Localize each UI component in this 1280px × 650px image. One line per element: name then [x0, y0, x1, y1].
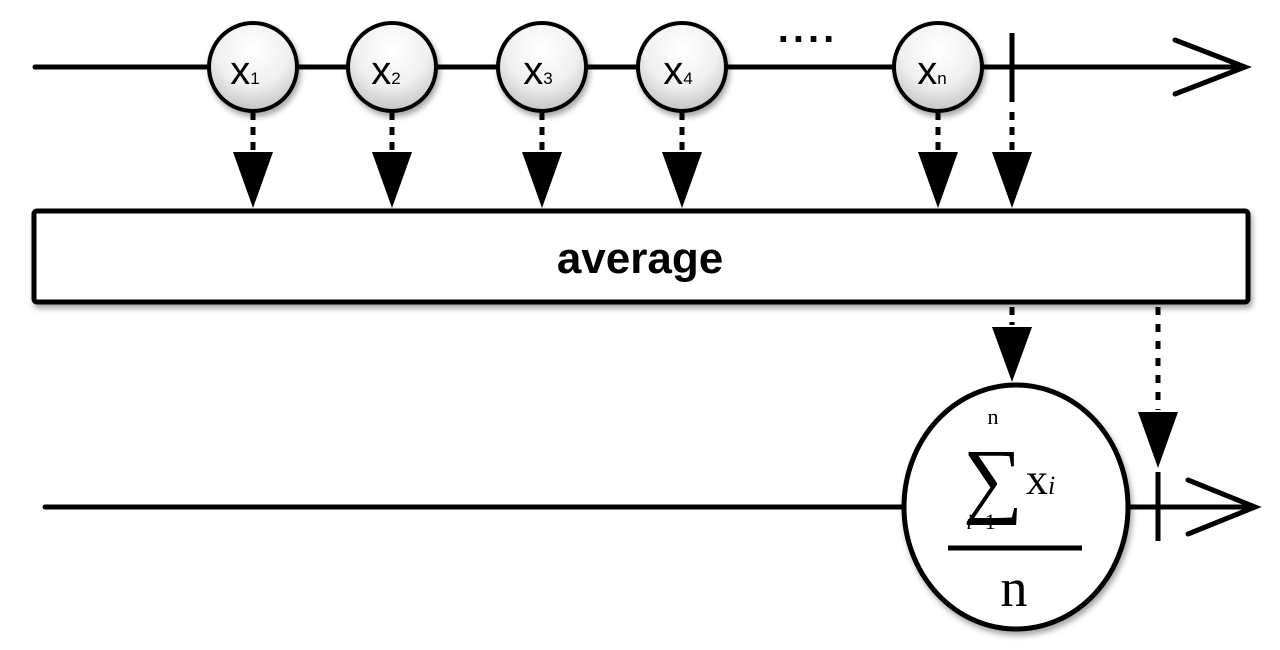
marble-xn-label: xn: [917, 49, 946, 93]
marble-x1-label: x1: [230, 49, 259, 93]
input-arrow-xn: [918, 112, 958, 208]
marble-x2-label: x2: [371, 49, 400, 93]
input-arrow-x4: [662, 112, 702, 208]
output-arrow-result: [992, 307, 1032, 382]
fraction-denominator: n: [1001, 558, 1028, 618]
marble-xn: [892, 21, 984, 113]
operator-box: [31, 208, 1251, 305]
marble-x4: [636, 21, 728, 113]
sum-lower-limit: i=1: [966, 509, 996, 534]
input-arrow-x1: [233, 112, 273, 208]
marble-x3-label: x3: [523, 49, 552, 93]
marble-x3: [496, 21, 588, 113]
ellipsis: ....: [778, 7, 838, 51]
input-arrow-x2: [372, 112, 412, 208]
output-arrow-completion: [1138, 307, 1178, 468]
marble-x4-label: x4: [663, 49, 692, 93]
marble-x2: [346, 21, 438, 113]
marble-x1: [207, 21, 299, 113]
sum-term: xi: [1026, 455, 1055, 504]
result-timeline-arrowhead: [1185, 477, 1262, 537]
sum-sigma: ∑: [963, 433, 1023, 526]
operator-label: average: [557, 234, 723, 283]
sum-upper-limit: n: [988, 404, 999, 429]
input-arrow-x3: [522, 112, 562, 208]
result-marble: [901, 382, 1131, 632]
source-timeline-arrowhead: [1172, 37, 1252, 97]
input-arrow-completion: [992, 112, 1032, 208]
